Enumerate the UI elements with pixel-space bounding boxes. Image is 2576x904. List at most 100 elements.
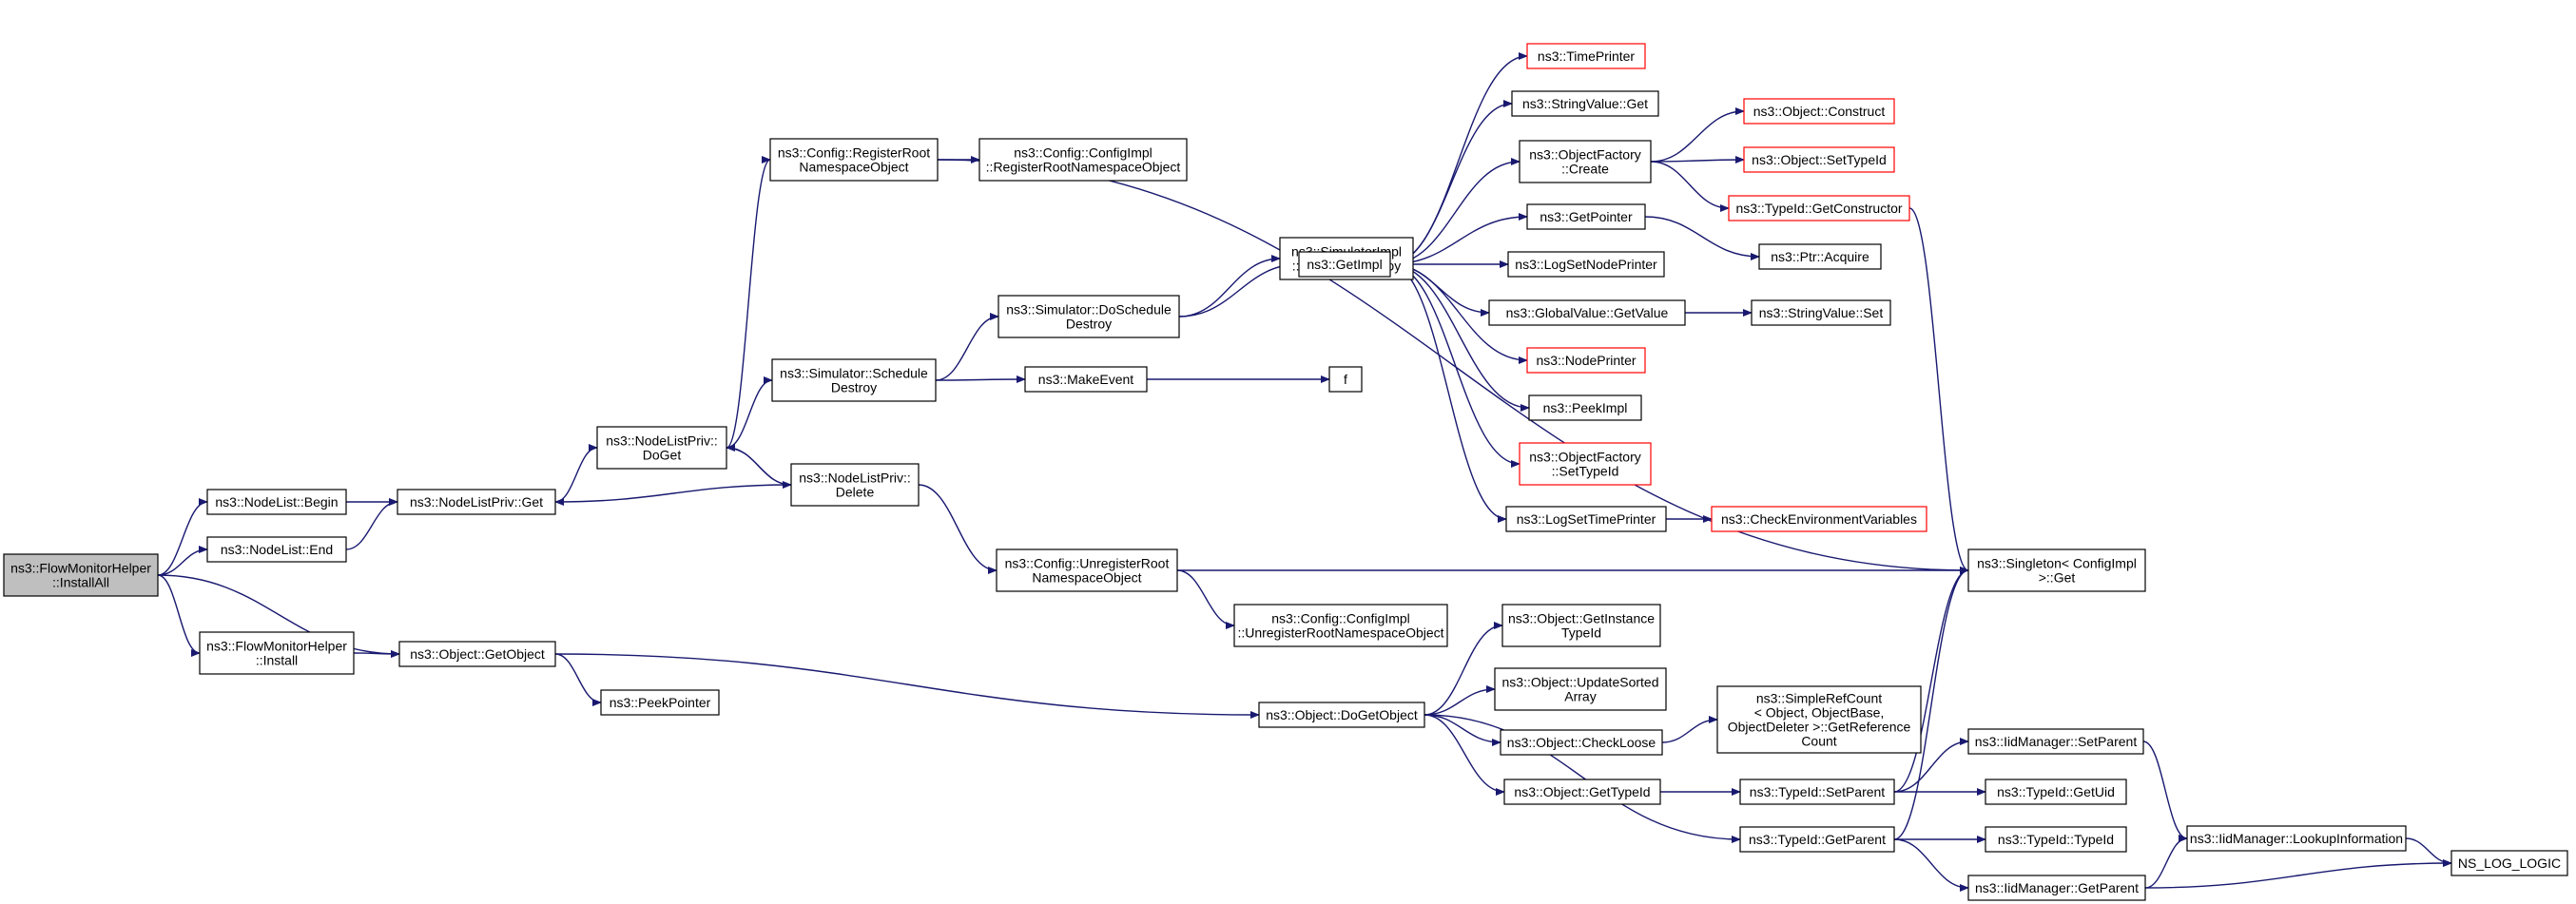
node-label: ns3::GlobalValue::GetValue <box>1506 305 1669 320</box>
node-stringvalue-get[interactable]: ns3::StringValue::Get <box>1511 90 1659 117</box>
node-box <box>397 489 556 515</box>
node-iidmgr-setparent[interactable]: ns3::IidManager::SetParent <box>1967 728 2144 755</box>
edge-getimpl-to-timeprinter <box>1389 52 1528 265</box>
node-box <box>1967 875 2146 901</box>
node-label: ns3::Singleton< ConfigImpl <box>1977 556 2137 571</box>
node-ptr-acquire[interactable]: ns3::Ptr::Acquire <box>1758 243 1882 270</box>
node-obj-construct[interactable]: ns3::Object::Construct <box>1743 98 1895 125</box>
node-cfgimpl-unregroot[interactable]: ns3::Config::ConfigImpl::UnregisterRootN… <box>1233 604 1448 647</box>
node-typeid-typeid[interactable]: ns3::TypeId::TypeId <box>1985 826 2127 853</box>
node-box <box>1328 366 1363 393</box>
node-label: Destroy <box>831 380 877 395</box>
edge-typeid-getparent-to-iidmgr-getparent <box>1893 838 1969 892</box>
node-obj-gettypeid[interactable]: ns3::Object::GetTypeId <box>1503 779 1661 805</box>
node-label: ns3::TypeId::GetParent <box>1749 832 1886 847</box>
edge-nl-end-to-nlp-get <box>345 498 398 550</box>
node-ns-log-logic[interactable]: NS_LOG_LOGIC <box>2450 850 2568 876</box>
node-box <box>978 138 1188 182</box>
node-label: NamespaceObject <box>1032 570 1141 586</box>
node-typeid-getuid[interactable]: ns3::TypeId::GetUid <box>1985 779 2127 805</box>
node-box <box>1967 728 2144 755</box>
node-obj-dogetobject[interactable]: ns3::Object::DoGetObject <box>1258 702 1425 728</box>
edge-nlp-delete-to-nlp-get <box>554 484 792 506</box>
edge-obj-dogetobject-to-typeid-getparent <box>1424 714 1741 843</box>
node-checkenv[interactable]: ns3::CheckEnvironmentVariables <box>1711 506 1927 532</box>
node-label: ns3::Simulator::Schedule <box>780 366 928 381</box>
node-label: ns3::Config::ConfigImpl <box>1271 611 1410 626</box>
node-root[interactable]: ns3::FlowMonitorHelper::InstallAll <box>3 553 159 597</box>
node-obj-settypeid[interactable]: ns3::Object::SetTypeId <box>1743 146 1895 173</box>
node-box <box>1503 779 1661 805</box>
node-label: Count <box>1801 734 1836 749</box>
node-getpointer[interactable]: ns3::GetPointer <box>1526 203 1646 230</box>
node-box <box>398 641 556 667</box>
node-cfg-regroot[interactable]: ns3::Config::RegisterRootNamespaceObject <box>769 138 939 182</box>
node-f[interactable]: f <box>1328 366 1363 393</box>
node-simplerefcount[interactable]: ns3::SimpleRefCount< Object, ObjectBase,… <box>1716 685 1922 754</box>
node-typeid-getparent[interactable]: ns3::TypeId::GetParent <box>1739 826 1895 853</box>
node-logsetnodeprinter[interactable]: ns3::LogSetNodePrinter <box>1507 251 1665 278</box>
edges-layer <box>157 52 2452 892</box>
node-box <box>1507 251 1665 278</box>
node-label: ns3::NodeListPriv:: <box>799 471 911 486</box>
node-label: DoGet <box>643 448 682 463</box>
node-label: NS_LOG_LOGIC <box>2458 856 2561 871</box>
node-box <box>2450 850 2568 876</box>
node-box <box>596 426 727 470</box>
node-typeid-getconstructor[interactable]: ns3::TypeId::GetConstructor <box>1728 195 1910 221</box>
node-label: ns3::Config::UnregisterRoot <box>1005 556 1170 571</box>
node-logsettimeprinter[interactable]: ns3::LogSetTimePrinter <box>1505 506 1667 532</box>
node-box <box>1519 140 1652 183</box>
node-obj-getobject[interactable]: ns3::Object::GetObject <box>398 641 556 667</box>
node-peekimpl[interactable]: ns3::PeekImpl <box>1528 394 1642 421</box>
node-label: ns3::Object::GetTypeId <box>1514 784 1650 799</box>
node-label: ::UnregisterRootNamespaceObject <box>1237 625 1443 641</box>
node-label: ns3::IidManager::SetParent <box>1975 734 2138 749</box>
node-nodeprinter[interactable]: ns3::NodePrinter <box>1526 347 1646 374</box>
node-cfg-unregroot[interactable]: ns3::Config::UnregisterRootNamespaceObje… <box>996 548 1178 592</box>
node-box <box>1298 251 1391 278</box>
node-getimpl[interactable]: ns3::GetImpl <box>1298 251 1391 278</box>
node-iidmgr-lookup[interactable]: ns3::IidManager::LookupInformation <box>2186 825 2407 852</box>
node-nl-end[interactable]: ns3::NodeList::End <box>206 536 347 563</box>
node-fmh-install[interactable]: ns3::FlowMonitorHelper::Install <box>199 631 355 675</box>
node-timeprinter[interactable]: ns3::TimePrinter <box>1526 43 1646 69</box>
node-peekpointer[interactable]: ns3::PeekPointer <box>600 689 720 716</box>
edge-root-to-obj-getobject <box>157 574 400 658</box>
node-box <box>1985 779 2127 805</box>
node-cfgimpl-regroot[interactable]: ns3::Config::ConfigImpl::RegisterRootNam… <box>978 138 1188 182</box>
node-label: ns3::IidManager::LookupInformation <box>2190 831 2403 846</box>
node-box <box>1743 146 1895 173</box>
node-singleton-get[interactable]: ns3::Singleton< ConfigImpl >::Get <box>1967 548 2146 592</box>
edge-nlp-doget-to-sim-schedule <box>726 376 773 449</box>
node-label: >::Get <box>2039 570 2076 586</box>
node-nlp-get[interactable]: ns3::NodeListPriv::Get <box>397 489 556 515</box>
node-makeevent[interactable]: ns3::MakeEvent <box>1024 366 1148 393</box>
node-objfactory-create[interactable]: ns3::ObjectFactory::Create <box>1519 140 1652 183</box>
node-label: ::RegisterRootNamespaceObject <box>986 160 1181 175</box>
node-nlp-doget[interactable]: ns3::NodeListPriv::DoGet <box>596 426 727 470</box>
node-label: ObjectDeleter >::GetReference <box>1728 720 1911 735</box>
edge-sim-doschedule-to-simimpl-schedule <box>1178 255 1281 317</box>
edge-obj-dogetobject-to-obj-getinstancetypeid <box>1424 622 1503 716</box>
node-nl-begin[interactable]: ns3::NodeList::Begin <box>206 489 347 515</box>
edge-cfg-unregroot-to-cfgimpl-unregroot <box>1176 569 1235 629</box>
node-label: ::Install <box>256 653 298 668</box>
node-box <box>206 536 347 563</box>
node-typeid-setparent[interactable]: ns3::TypeId::SetParent <box>1739 779 1895 805</box>
node-iidmgr-getparent[interactable]: ns3::IidManager::GetParent <box>1967 875 2146 901</box>
node-stringvalue-set[interactable]: ns3::StringValue::Set <box>1751 299 1891 326</box>
node-box <box>1528 394 1642 421</box>
node-nlp-delete[interactable]: ns3::NodeListPriv::Delete <box>790 463 920 507</box>
node-label: ns3::Object::CheckLoose <box>1507 735 1656 750</box>
node-label: ns3::Config::RegisterRoot <box>778 145 930 161</box>
node-objfactory-settypeid[interactable]: ns3::ObjectFactory::SetTypeId <box>1519 442 1652 486</box>
node-obj-checkloose[interactable]: ns3::Object::CheckLoose <box>1500 729 1663 756</box>
node-label: ns3::NodeList::Begin <box>215 494 338 510</box>
node-globalvalue-getvalue[interactable]: ns3::GlobalValue::GetValue <box>1488 299 1686 326</box>
node-label: ns3::NodeListPriv:: <box>606 433 718 449</box>
